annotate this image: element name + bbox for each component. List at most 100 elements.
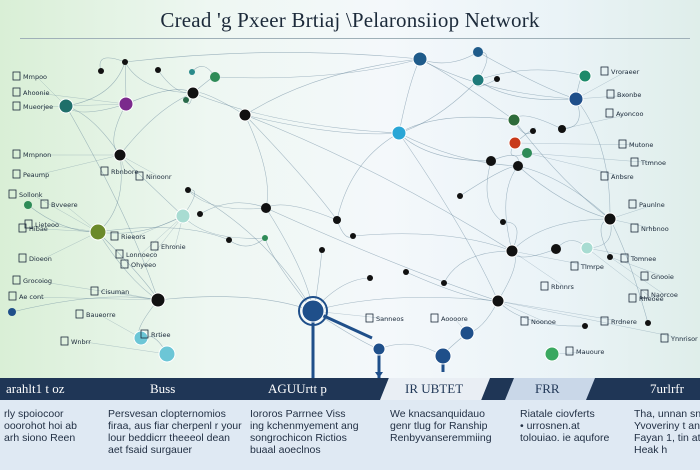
label-icon: [430, 313, 439, 323]
node-label: Sanneos: [376, 315, 404, 323]
label-connector: [32, 296, 159, 301]
network-edge: [97, 154, 122, 233]
network-node: [486, 156, 496, 166]
label-icon: [630, 157, 639, 167]
network-node: [578, 69, 592, 83]
network-edge: [199, 202, 267, 215]
title-divider: [20, 38, 690, 39]
network-edge: [11, 296, 159, 313]
section-heading-5: FRR: [535, 381, 560, 396]
network-edge: [192, 92, 400, 134]
section-heading-6: 7urlrfr: [650, 381, 684, 396]
label-connector: [84, 341, 168, 355]
label-icon: [540, 281, 549, 291]
section-line: aet fsaid surgauer: [108, 444, 193, 456]
network-node: [544, 346, 560, 362]
node-label: Ae cont: [19, 293, 44, 301]
label-icon: [12, 169, 21, 179]
label-connector: [609, 256, 666, 278]
label-icon: [40, 199, 49, 209]
section-line: Fayan 1, tin at: [634, 432, 700, 444]
network-edge: [113, 103, 127, 156]
network-edge: [352, 233, 513, 252]
node-label: Paunlne: [639, 201, 665, 209]
node-label: Rheoee: [639, 295, 664, 303]
network-edge: [398, 132, 519, 167]
node-label: Wnbrr: [71, 338, 91, 346]
network-edge: [517, 165, 611, 220]
label-icon: [600, 66, 609, 76]
network-node: [58, 98, 74, 114]
section-line: Iororos Parrnee Viss: [250, 408, 346, 420]
network-edge: [497, 300, 586, 327]
network-node: [522, 148, 532, 158]
network-edge: [398, 132, 499, 302]
network-edge: [244, 114, 268, 209]
network-node: [367, 275, 373, 281]
network-node: [122, 59, 128, 65]
label-connector: [134, 215, 184, 238]
section-line: Heak h: [634, 444, 668, 456]
network-edge: [513, 119, 611, 220]
network-node: [580, 241, 594, 255]
label-icon: [606, 89, 615, 99]
label-icon: [640, 289, 649, 299]
network-edge: [336, 132, 400, 221]
label-icon: [605, 108, 614, 118]
label-icon: [630, 223, 639, 233]
node-label: Baueorre: [86, 311, 116, 319]
network-node: [118, 96, 134, 112]
network-node: [441, 280, 447, 286]
label-connector: [36, 92, 127, 105]
network-edge: [312, 296, 499, 312]
network-edge: [187, 189, 267, 210]
label-icon: [628, 199, 637, 209]
network-node: [459, 325, 475, 341]
network-node: [175, 208, 191, 224]
label-connector: [36, 280, 159, 301]
network-edge: [119, 154, 184, 217]
label-icon: [135, 171, 144, 181]
section-line: Persvesan clopternomios: [108, 408, 226, 420]
network-edge: [65, 105, 121, 156]
label-icon: [110, 231, 119, 241]
network-edge: [265, 207, 499, 302]
node-label: Ohyeeo: [131, 261, 156, 269]
node-label: Mutone: [629, 141, 653, 149]
label-icon: [618, 139, 627, 149]
label-icon: [620, 253, 629, 263]
network-edge: [517, 165, 611, 220]
relationship-network: MmpooAhoonieMueorjeeMmpnonPeaumpSollonkH…: [8, 47, 698, 378]
node-label: Nrhbnoo: [641, 225, 669, 233]
section-banner: [0, 378, 700, 400]
node-label: Ahoonie: [23, 89, 49, 97]
label-icon: [140, 329, 149, 339]
node-label: Ttmnoe: [640, 159, 666, 167]
network-edge: [609, 218, 649, 324]
network-edge: [65, 61, 126, 107]
network-node: [262, 235, 268, 241]
label-connector: [42, 231, 99, 260]
network-edge: [124, 61, 194, 94]
label-icon: [565, 346, 574, 356]
network-edge: [477, 79, 577, 100]
network-node: [210, 72, 220, 82]
network-node: [457, 193, 463, 199]
node-label: Rbnbore: [111, 168, 138, 176]
network-node: [603, 212, 617, 226]
label-icon: [12, 87, 21, 97]
network-edge: [182, 215, 266, 239]
banner-wedge: [380, 378, 490, 400]
section-heading-1: arahlt1 t oz: [6, 381, 65, 396]
label-connector: [32, 194, 99, 233]
label-connector: [36, 154, 121, 176]
network-node: [551, 244, 561, 254]
network-node: [372, 342, 386, 356]
label-connector: [119, 154, 161, 178]
label-icon: [115, 249, 124, 259]
label-connector: [586, 247, 646, 260]
node-label: Noonoe: [531, 318, 556, 326]
label-connector: [514, 142, 644, 146]
network-edge: [65, 105, 159, 301]
network-edge: [378, 343, 444, 357]
